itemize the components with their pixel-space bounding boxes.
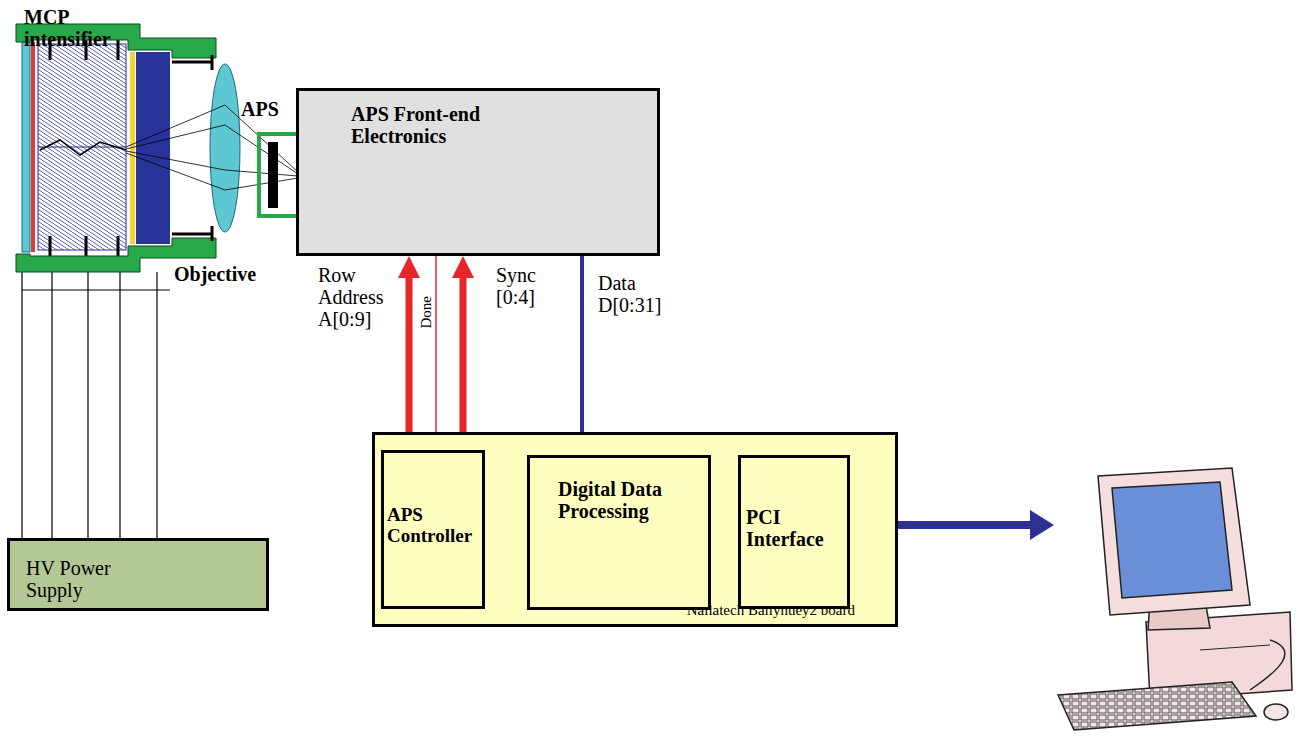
fpga-board: Nallatech Ballynuey2 boardAPS Controller… [372,432,898,627]
processing-box: Digital Data Processing [527,455,711,610]
signal-arrow [435,256,437,441]
node-text: PCI Interface [746,506,844,550]
controller-box: APS Controller [381,450,485,609]
node-text: Digital Data Processing [558,478,678,522]
objective-lens [172,55,240,241]
signal-arrow [406,278,413,450]
signal-name: Sync [0:4] [496,264,556,308]
signal-arrow [580,256,584,441]
signal-name: Row Address A[0:9] [318,264,400,330]
frontend-box: APS Front-end Electronics [296,88,660,256]
computer [1058,468,1292,730]
signal-name: Done [418,296,435,329]
node-text: HV Power Supply [26,557,156,601]
hv-wires [22,272,170,538]
aps-sensor [259,134,299,216]
housing [16,24,216,272]
node-text: APS Controller [387,505,479,547]
part-name: APS [241,98,279,120]
signal-name: Data D[0:31] [598,272,668,316]
part-name: Objective [174,263,256,285]
power-supply-box: HV Power Supply [7,538,269,611]
signal-arrow [460,278,467,450]
part-name: MCP intensifier [24,6,134,50]
mcp-intensifier [16,24,216,272]
pci-box: PCI Interface [738,455,850,609]
node-text: APS Front-end Electronics [351,103,561,147]
